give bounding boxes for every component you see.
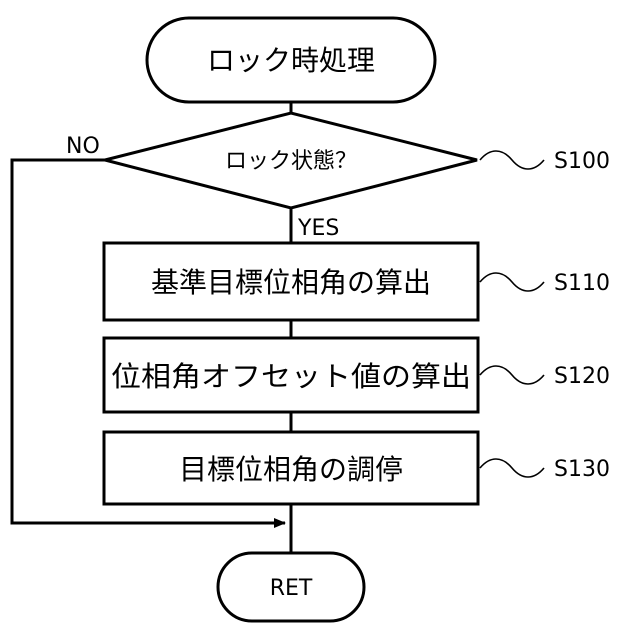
step-ref-s120: S120	[554, 364, 610, 389]
no-label: NO	[66, 134, 100, 159]
decision-label: ロック状態？	[225, 149, 357, 174]
step-ref-s100: S100	[554, 149, 610, 174]
end-label: RET	[270, 576, 313, 601]
leader-s110	[480, 273, 544, 291]
leader-s100	[480, 151, 544, 169]
step-ref-s130: S130	[554, 457, 610, 482]
leader-s120	[480, 366, 544, 384]
process-step-3-label: 目標位相角の調停	[179, 453, 403, 486]
process-step-2-label: 位相角オフセット値の算出	[111, 360, 471, 393]
yes-label: YES	[297, 216, 339, 241]
start-label: ロック時処理	[207, 44, 375, 77]
process-step-1-label: 基準目標位相角の算出	[151, 266, 431, 299]
leader-s130	[480, 459, 544, 477]
step-ref-s110: S110	[554, 271, 610, 296]
